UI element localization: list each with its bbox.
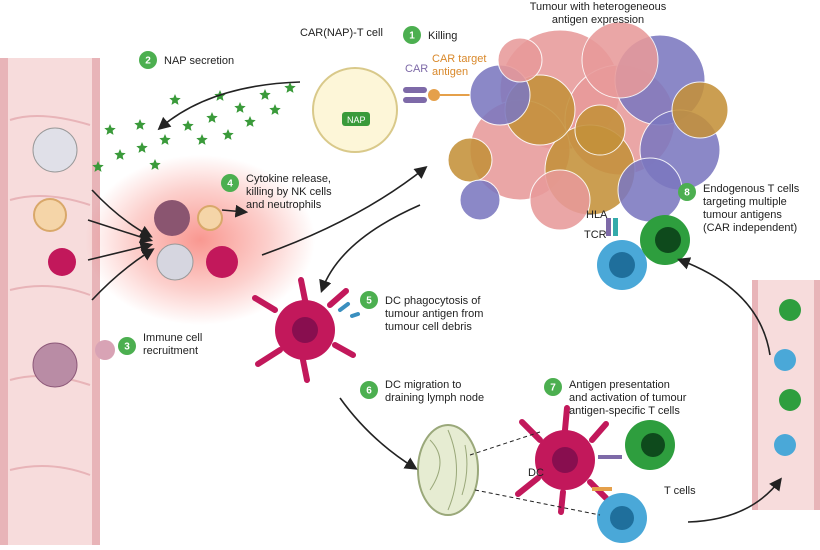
step-number: 7 <box>550 383 556 394</box>
nap-star <box>136 142 148 153</box>
nap-stars <box>92 82 296 172</box>
dendritic-cell-phagocytic <box>252 277 360 383</box>
car-target-line1: CAR target <box>432 53 486 65</box>
step-label-line: Endogenous T cells <box>703 183 800 195</box>
nap-star <box>206 112 218 123</box>
flow-arrows <box>87 81 782 523</box>
nap-label: NAP <box>347 115 366 125</box>
step-number: 3 <box>124 342 130 353</box>
tumour-cell <box>447 137 493 183</box>
nap-star <box>104 124 116 135</box>
car-receptor <box>403 87 427 93</box>
step-number: 1 <box>409 31 415 42</box>
nap-star <box>134 119 146 130</box>
step-badge <box>678 183 696 201</box>
nap-gene-box <box>342 112 370 126</box>
step-badge <box>118 337 136 355</box>
step-badge <box>360 291 378 309</box>
step-label-line: recruitment <box>143 345 198 357</box>
nap-star <box>284 82 296 93</box>
nap-star <box>182 120 194 131</box>
tumour-title-line1: Tumour with heterogeneous <box>530 1 667 13</box>
step-badge <box>221 174 239 192</box>
hla-label: HLA <box>586 209 608 221</box>
step-badge <box>139 51 157 69</box>
step-label-line: (CAR independent) <box>703 222 797 234</box>
car-target-line2: antigen <box>432 66 468 78</box>
nap-star <box>159 134 171 145</box>
t-cells-label: T cells <box>664 485 696 497</box>
step-label-line: and activation of tumour <box>569 392 687 404</box>
step-4: 4 Cytokine release,killing by NK cellsand… <box>221 173 332 211</box>
endogenous-t-cells <box>597 215 690 290</box>
nap-star <box>169 94 181 105</box>
step-label-line: tumour antigen from <box>385 308 483 320</box>
nap-star <box>259 89 271 100</box>
tumour-mass <box>447 21 729 231</box>
tumour-cell <box>574 104 626 156</box>
step-number: 8 <box>684 188 690 199</box>
car-label: CAR <box>405 63 428 75</box>
nap-star <box>234 102 246 113</box>
step-label-line: antigen-specific T cells <box>569 405 680 417</box>
car-target-antigen <box>428 89 440 101</box>
nap-star <box>196 134 208 145</box>
tumour-cell <box>497 37 543 83</box>
tumour-cell <box>459 179 501 221</box>
circulating-t-cells <box>774 299 801 456</box>
step-number: 5 <box>366 296 372 307</box>
step-badge <box>360 381 378 399</box>
step-label-line: targeting multiple <box>703 196 787 208</box>
car-t-cell-label: CAR(NAP)-T cell <box>300 27 383 39</box>
nap-star <box>149 159 161 170</box>
tumour-title-line2: antigen expression <box>552 14 644 26</box>
step-label-line: and neutrophils <box>246 199 322 211</box>
step-label-line: NAP secretion <box>164 55 234 67</box>
step-label-line: draining lymph node <box>385 392 484 404</box>
step-label-line: tumour antigens <box>703 209 782 221</box>
step-number: 2 <box>145 56 151 67</box>
tumour-cell <box>671 81 729 139</box>
step-number: 6 <box>366 386 372 397</box>
recruited-cells <box>154 200 238 281</box>
step-badge <box>403 26 421 44</box>
nap-star <box>269 104 281 115</box>
step-label-line: DC phagocytosis of <box>385 295 481 307</box>
step-label-line: tumour cell debris <box>385 321 472 333</box>
tumour-cell <box>581 21 659 99</box>
tumour-title: Tumour with heterogeneous antigen expres… <box>530 1 667 26</box>
step-badge <box>544 378 562 396</box>
tcr-label: TCR <box>584 229 607 241</box>
step-annotations: 1 Killing 2 NAP secretion 3 Immune cellrecrui… <box>118 26 800 417</box>
lymph-node <box>417 424 479 516</box>
step-2: 2 NAP secretion <box>139 51 234 69</box>
nap-star <box>244 116 256 127</box>
inflammation-zone <box>85 155 315 325</box>
step-label-line: Immune cell <box>143 332 202 344</box>
car-t-cell <box>312 67 470 153</box>
tumour-cell <box>617 157 683 223</box>
dc-label: DC <box>528 467 544 479</box>
step-number: 4 <box>227 179 233 190</box>
step-label-line: Killing <box>428 30 457 42</box>
nap-star <box>92 161 104 172</box>
step-label-line: Cytokine release, <box>246 173 331 185</box>
nap-star <box>114 149 126 160</box>
nap-star <box>222 129 234 140</box>
step-1: 1 Killing <box>403 26 457 44</box>
step-label-line: killing by NK cells <box>246 186 332 198</box>
step-label-line: Antigen presentation <box>569 379 670 391</box>
vessel-immune-cells <box>32 127 115 388</box>
tumour-cell <box>529 169 591 231</box>
step-label-line: DC migration to <box>385 379 461 391</box>
dendritic-cell-presenting <box>469 405 675 543</box>
